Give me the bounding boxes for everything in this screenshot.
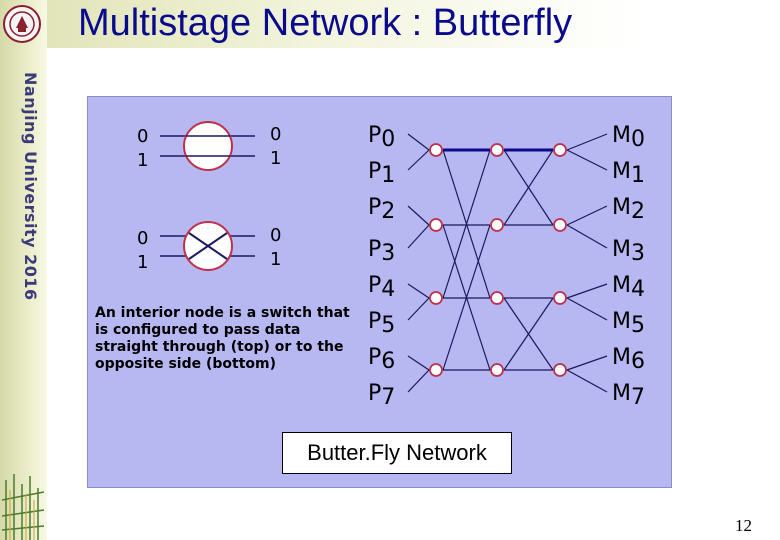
memory-label-3: M3 xyxy=(612,237,645,266)
network-caption: Butter.Fly Network xyxy=(282,432,512,474)
university-logo-icon xyxy=(3,5,41,43)
switch-cross-example: 0 1 0 1 xyxy=(137,221,281,273)
switch-description: An interior node is a switch that is con… xyxy=(95,305,350,372)
bamboo-decoration xyxy=(1,474,45,540)
switch-cross-input-1: 1 xyxy=(137,252,148,273)
switch-node-s1-r0 xyxy=(490,143,504,157)
processor-label-4: P4 xyxy=(368,273,395,302)
page-number: 12 xyxy=(735,516,752,535)
stage1-link-5 xyxy=(442,149,491,299)
processor-label-6: P6 xyxy=(368,345,395,374)
network-nodes xyxy=(429,143,567,377)
header-band xyxy=(47,0,780,48)
input-link-p0 xyxy=(407,133,430,151)
processor-label-5: P5 xyxy=(368,309,395,338)
stage2-link-3 xyxy=(503,149,554,226)
output-link-m5 xyxy=(566,297,608,321)
switch-node-s2-r2 xyxy=(553,291,567,305)
memory-label-2: M2 xyxy=(612,195,645,224)
memory-label-0: M0 xyxy=(612,123,645,152)
switch-straight-input-0: 0 xyxy=(137,126,148,147)
stage2-link-7 xyxy=(503,297,554,371)
processor-label-0: P0 xyxy=(368,123,395,152)
switch-straight-output-1: 1 xyxy=(270,148,281,169)
switch-straight-output-0: 0 xyxy=(270,124,281,145)
figure-panel xyxy=(87,96,672,488)
memory-label-4: M4 xyxy=(612,273,645,302)
switch-node-s1-r3 xyxy=(490,363,504,377)
switch-cross-output-1: 1 xyxy=(270,249,281,270)
switch-node-s1-r1 xyxy=(490,218,504,232)
input-link-p4 xyxy=(407,283,430,299)
output-link-m0 xyxy=(566,133,608,151)
input-link-p6 xyxy=(407,355,430,371)
switch-node-s0-r2 xyxy=(429,291,443,305)
switch-node-s2-r0 xyxy=(553,143,567,157)
memory-label-5: M5 xyxy=(612,309,645,338)
switch-straight-node xyxy=(183,121,233,171)
sidebar-strip: Nanjing University 2016 xyxy=(0,0,47,540)
memory-label-6: M6 xyxy=(612,345,645,374)
switch-straight-input-1: 1 xyxy=(137,150,148,171)
processor-label-1: P1 xyxy=(368,159,395,188)
switch-node-s2-r3 xyxy=(553,363,567,377)
output-link-m1 xyxy=(566,149,608,171)
processor-label-3: P3 xyxy=(368,237,395,266)
output-link-m2 xyxy=(566,205,608,226)
switch-node-s0-r0 xyxy=(429,143,443,157)
switch-cross-input-0: 0 xyxy=(137,228,148,249)
university-watermark-text: Nanjing University 2016 xyxy=(21,72,40,301)
output-link-m4 xyxy=(566,283,608,299)
input-link-p7 xyxy=(407,369,430,393)
stage1-link-7 xyxy=(442,224,491,371)
processor-label-2: P2 xyxy=(368,195,395,224)
processor-label-7: P7 xyxy=(368,381,395,410)
switch-node-s2-r1 xyxy=(553,218,567,232)
slide-title: Multistage Network : Butterfly xyxy=(78,2,573,44)
input-link-p3 xyxy=(407,224,430,249)
switch-cross-output-0: 0 xyxy=(270,225,281,246)
output-link-m6 xyxy=(566,355,608,371)
output-link-m7 xyxy=(566,369,608,393)
switch-node-s1-r2 xyxy=(490,291,504,305)
network-links xyxy=(407,133,608,393)
switch-node-s0-r3 xyxy=(429,363,443,377)
input-link-p1 xyxy=(407,149,430,171)
switch-straight-example: 0 1 0 1 xyxy=(137,121,281,171)
input-link-p2 xyxy=(407,205,430,226)
input-link-p5 xyxy=(407,297,430,321)
memory-label-7: M7 xyxy=(612,381,645,410)
memory-label-1: M1 xyxy=(612,159,645,188)
output-link-m3 xyxy=(566,224,608,249)
switch-node-s0-r1 xyxy=(429,218,443,232)
